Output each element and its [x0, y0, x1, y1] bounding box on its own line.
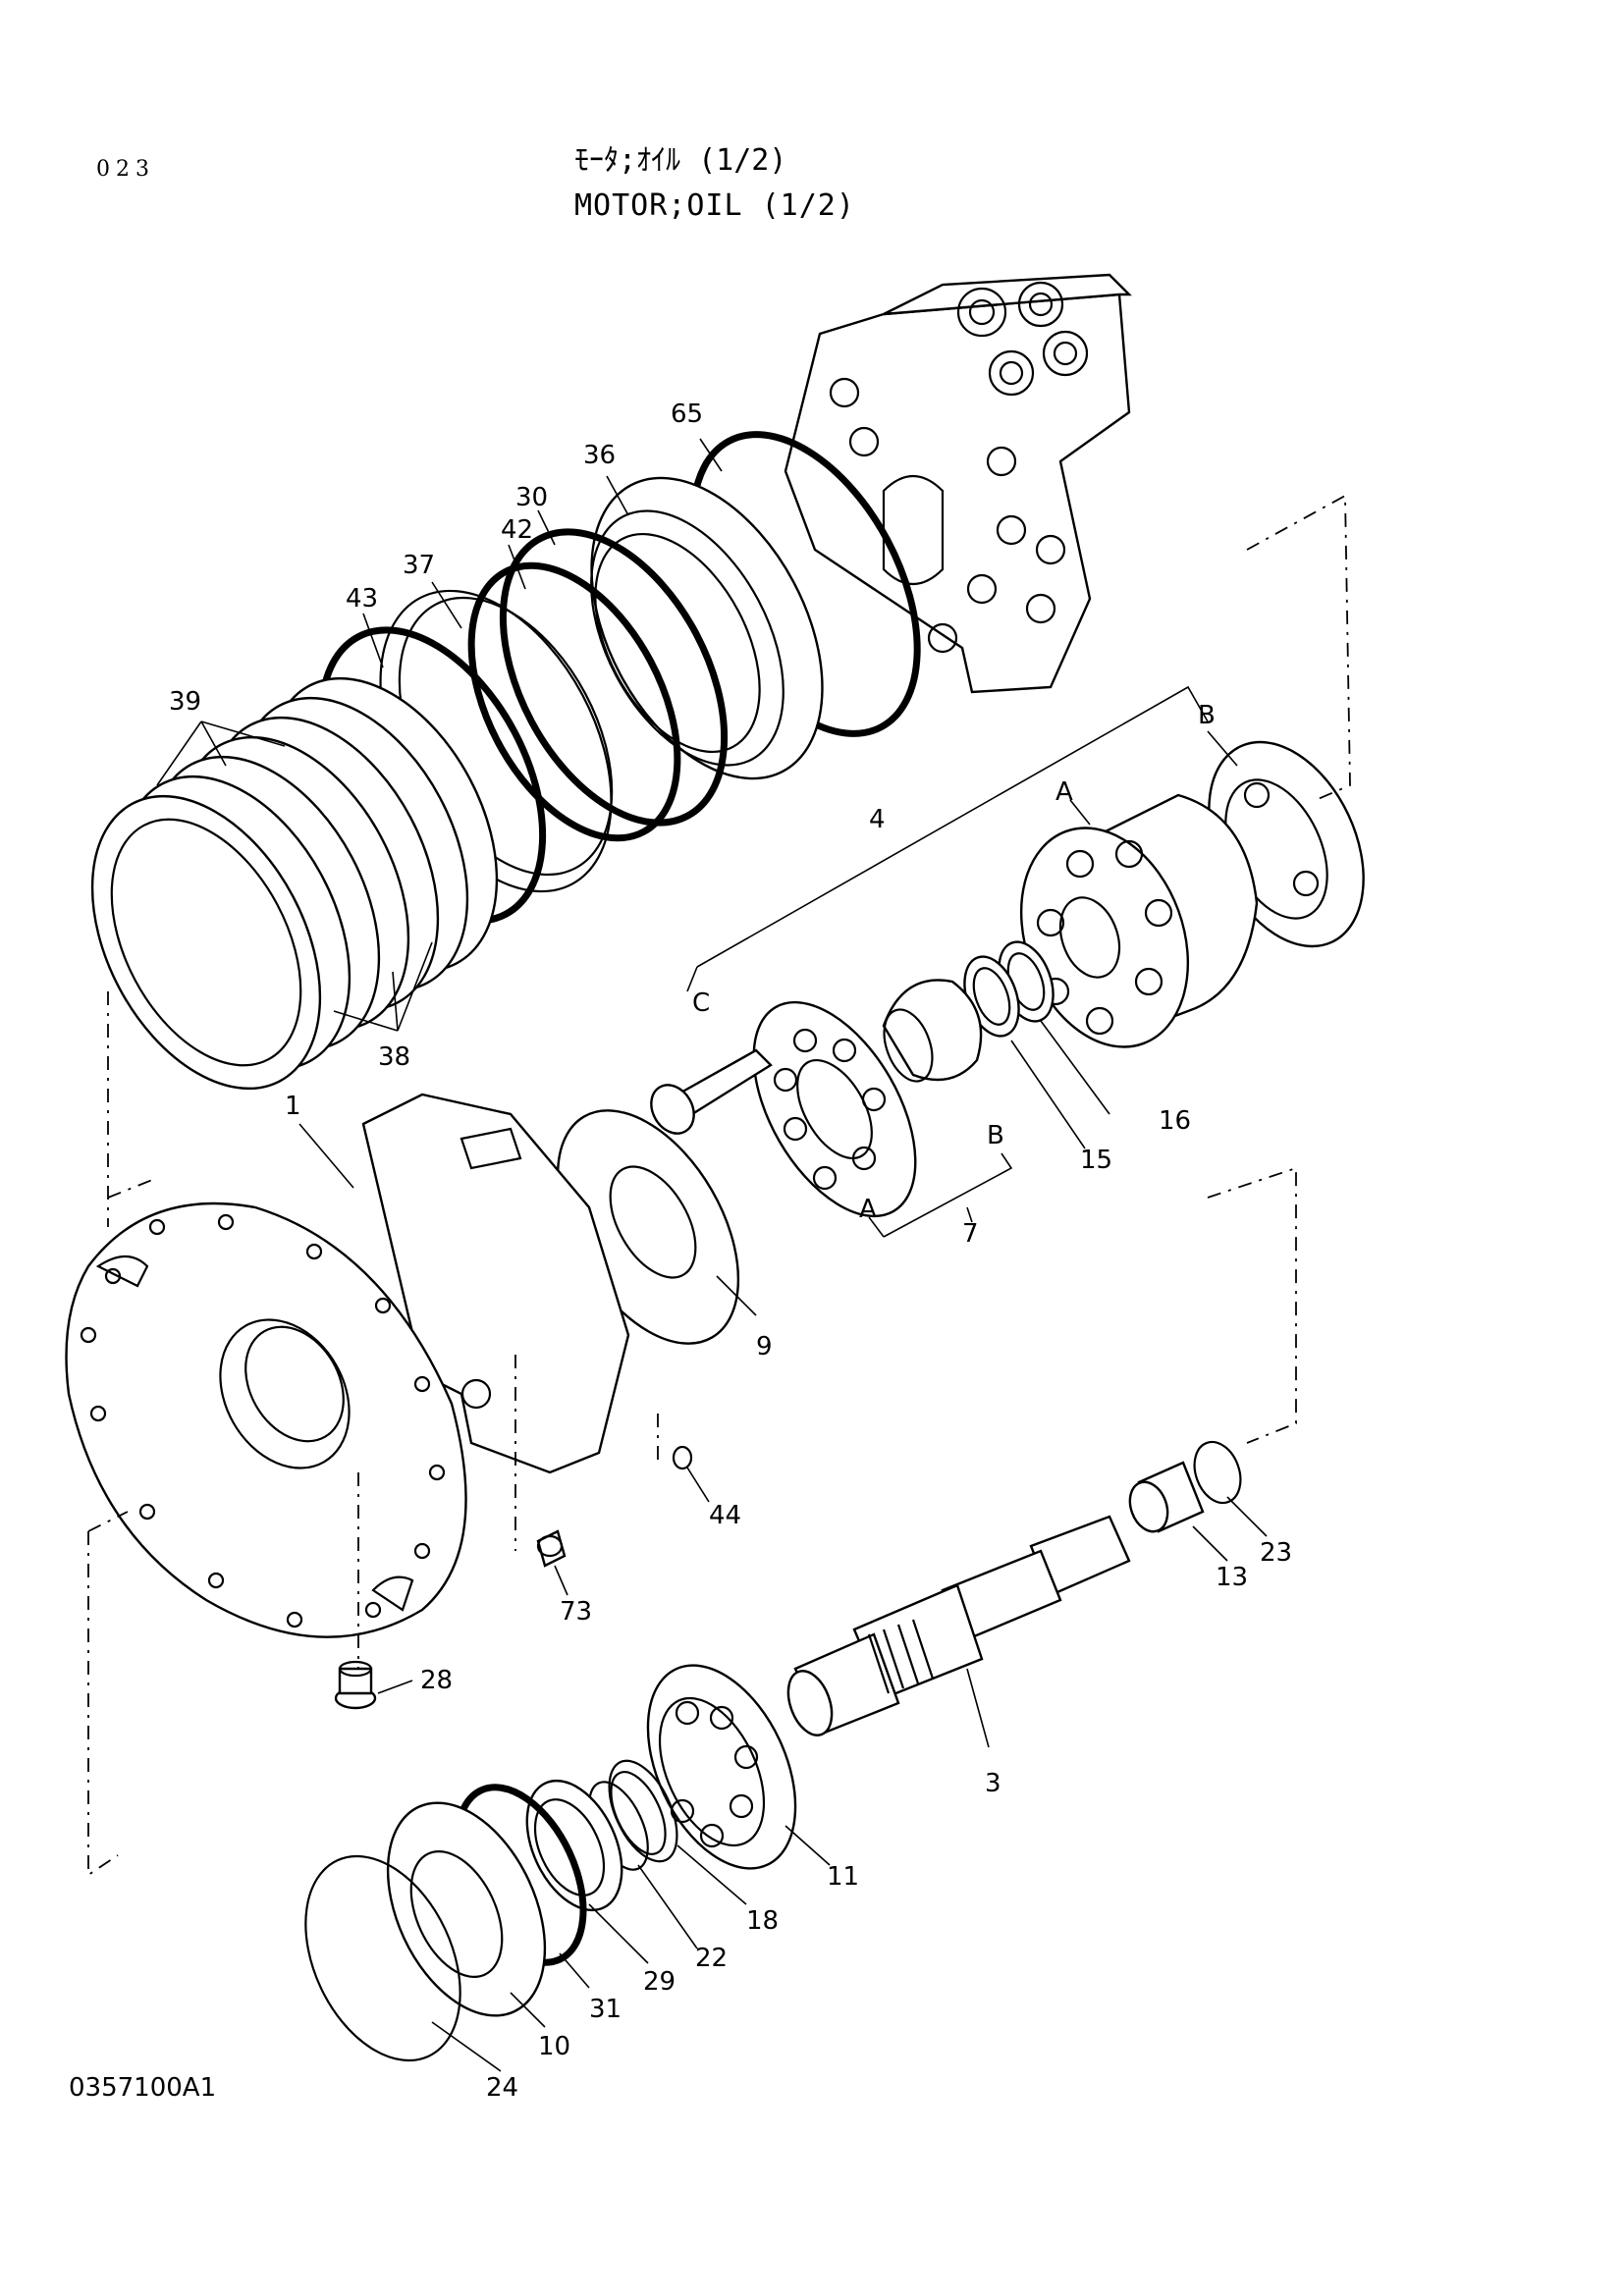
callout-1: 1	[285, 1092, 301, 1121]
plug-part-28	[334, 1660, 377, 1710]
leader-lines	[87, 438, 1351, 2072]
callout-42: 42	[501, 515, 533, 545]
callout-36: 36	[583, 441, 616, 470]
page-number: 023	[96, 157, 155, 182]
friction-disc-stack	[90, 676, 499, 1091]
callout-labels: 65 36 30 42 37 43 39 38 B A 4 C B 16 15 …	[169, 400, 1292, 2103]
callout-37: 37	[403, 551, 435, 580]
callout-letter-b-mid: B	[987, 1121, 1004, 1150]
callout-38: 38	[378, 1042, 410, 1072]
valve-block-part	[784, 273, 1132, 694]
callout-30: 30	[515, 483, 548, 512]
callout-65: 65	[671, 400, 703, 429]
o-ring-44	[672, 1445, 693, 1470]
callout-39: 39	[169, 687, 201, 717]
title-english: MOTOR;OIL (1/2)	[574, 188, 855, 223]
ring-part-29	[525, 1779, 623, 1912]
callout-15: 15	[1080, 1146, 1112, 1175]
drawing-code: 0357100A1	[69, 2073, 217, 2103]
callout-9: 9	[756, 1332, 773, 1362]
callout-letter-a-bottom: A	[859, 1195, 877, 1224]
callout-43: 43	[346, 584, 378, 614]
seal-ring-42	[467, 561, 681, 842]
spherical-bushing-b	[882, 979, 983, 1083]
cylinder-block-a	[1019, 793, 1259, 1048]
drive-shaft-3	[786, 1515, 1131, 1736]
cover-part-10	[386, 1801, 547, 2017]
callout-44: 44	[709, 1501, 741, 1530]
callout-31: 31	[589, 1995, 622, 2024]
bearing-part-11	[646, 1664, 797, 1870]
housing-part-1	[65, 1093, 630, 1638]
callout-28: 28	[420, 1666, 453, 1695]
callout-24: 24	[486, 2073, 518, 2103]
seal-ring-30	[499, 528, 729, 827]
callout-letter-a-top: A	[1055, 777, 1073, 807]
retainer-plate-a	[752, 1000, 917, 1218]
bearing-part-36	[590, 476, 824, 780]
callout-letter-b-top: B	[1198, 701, 1216, 730]
ring-part-18	[608, 1759, 678, 1863]
piston-c	[650, 1048, 773, 1135]
callout-10: 10	[538, 2032, 570, 2061]
callout-3: 3	[985, 1769, 1001, 1798]
callout-22: 22	[695, 1944, 728, 1973]
plug-part-73	[536, 1529, 567, 1568]
callout-7: 7	[962, 1219, 979, 1249]
title-japanese: ﾓｰﾀ;ｵｲﾙ (1/2)	[574, 143, 787, 178]
snap-ring-24	[304, 1854, 461, 2062]
callout-23: 23	[1260, 1538, 1292, 1568]
callout-13: 13	[1216, 1563, 1248, 1592]
callout-letter-c: C	[692, 988, 710, 1018]
callout-29: 29	[643, 1967, 676, 1997]
snap-ring-23	[1193, 1440, 1242, 1505]
callout-16: 16	[1159, 1106, 1191, 1136]
callout-11: 11	[827, 1862, 859, 1892]
callout-73: 73	[560, 1597, 592, 1627]
callout-18: 18	[746, 1906, 779, 1936]
callout-4: 4	[869, 805, 886, 834]
collar-part-13	[1128, 1461, 1205, 1533]
